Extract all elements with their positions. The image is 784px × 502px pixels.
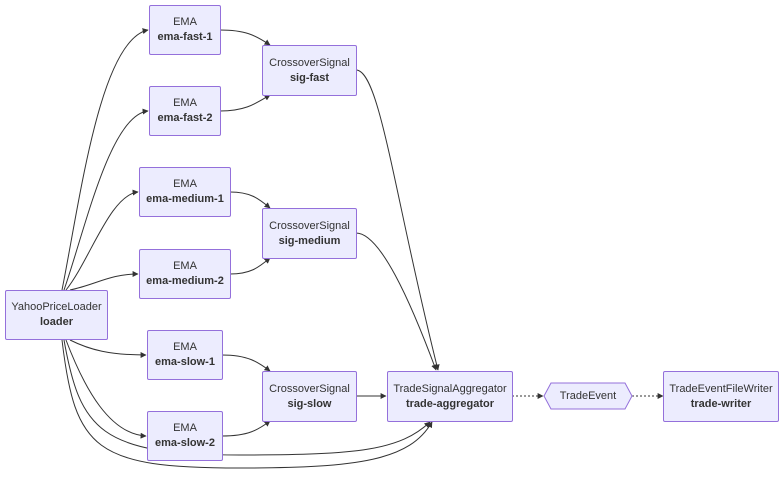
node-trade-aggregator-type: TradeSignalAggregator <box>393 382 507 395</box>
edge-ema-fast-2-sig-fast <box>219 94 271 112</box>
node-ema-medium-2[interactable]: EMA ema-medium-2 <box>139 249 231 299</box>
edge-loader-ema-fast-2 <box>63 108 149 291</box>
edge-sig-medium-aggregator <box>355 232 437 371</box>
node-sig-slow[interactable]: CrossoverSignal sig-slow <box>262 371 357 422</box>
node-ema-fast-2[interactable]: EMA ema-fast-2 <box>149 86 221 136</box>
edge-loader-ema-slow-2 <box>65 339 147 439</box>
node-ema-medium-1[interactable]: EMA ema-medium-1 <box>139 167 231 217</box>
edge-loader-ema-medium-1 <box>65 189 139 291</box>
node-ema-fast-2-type: EMA <box>173 97 197 109</box>
node-loader-name: loader <box>39 316 73 328</box>
node-loader[interactable]: YahooPriceLoader loader <box>5 290 108 340</box>
node-ema-medium-1-name: ema-medium-1 <box>146 193 224 205</box>
edge-loader-ema-fast-1 <box>61 28 149 291</box>
edge-loader-aggregator-1 <box>63 339 431 456</box>
node-sig-medium[interactable]: CrossoverSignal sig-medium <box>262 208 357 259</box>
node-sig-medium-name: sig-medium <box>278 234 341 247</box>
node-ema-slow-1-name: ema-slow-1 <box>155 356 215 368</box>
edge-ema-slow-1-sig-slow <box>221 354 271 372</box>
node-sig-slow-name: sig-slow <box>287 397 332 410</box>
edge-sig-fast-aggregator <box>355 69 440 371</box>
edge-ema-fast-1-sig-fast <box>219 29 271 46</box>
edge-ema-medium-2-sig-medium <box>229 257 271 275</box>
node-ema-medium-2-name: ema-medium-2 <box>146 275 224 287</box>
node-ema-slow-2-name: ema-slow-2 <box>155 437 215 449</box>
node-ema-medium-2-type: EMA <box>173 260 197 272</box>
node-ema-medium-1-type: EMA <box>173 178 197 190</box>
node-ema-slow-2-type: EMA <box>173 422 197 434</box>
node-trade-aggregator-name: trade-aggregator <box>405 397 495 410</box>
trade-event-label: TradeEvent <box>559 390 617 402</box>
trade-event-hexagon[interactable] <box>543 382 633 410</box>
node-ema-fast-2-name: ema-fast-2 <box>157 112 213 124</box>
edge-ema-medium-1-sig-medium <box>229 191 271 209</box>
node-trade-writer-type: TradeEventFileWriter <box>669 382 773 395</box>
node-sig-fast-type: CrossoverSignal <box>269 56 350 69</box>
node-sig-fast-name: sig-fast <box>289 71 330 84</box>
edge-loader-ema-medium-2 <box>69 271 139 291</box>
node-loader-type: YahooPriceLoader <box>11 301 102 313</box>
node-trade-writer-name: trade-writer <box>690 397 752 410</box>
node-trade-aggregator[interactable]: TradeSignalAggregator trade-aggregator <box>387 371 513 422</box>
node-ema-fast-1[interactable]: EMA ema-fast-1 <box>149 5 221 55</box>
node-ema-slow-1[interactable]: EMA ema-slow-1 <box>147 330 223 380</box>
edge-loader-ema-slow-1 <box>69 339 147 358</box>
node-ema-fast-1-type: EMA <box>173 16 197 28</box>
node-ema-slow-2[interactable]: EMA ema-slow-2 <box>147 411 223 461</box>
node-trade-writer[interactable]: TradeEventFileWriter trade-writer <box>663 371 779 422</box>
node-ema-fast-1-name: ema-fast-1 <box>157 31 213 43</box>
node-sig-fast[interactable]: CrossoverSignal sig-fast <box>262 45 357 96</box>
node-sig-slow-type: CrossoverSignal <box>269 382 350 395</box>
edge-loader-aggregator-2 <box>61 339 433 469</box>
edge-ema-slow-2-sig-slow <box>221 420 271 437</box>
node-sig-medium-type: CrossoverSignal <box>269 219 350 232</box>
node-ema-slow-1-type: EMA <box>173 341 197 353</box>
